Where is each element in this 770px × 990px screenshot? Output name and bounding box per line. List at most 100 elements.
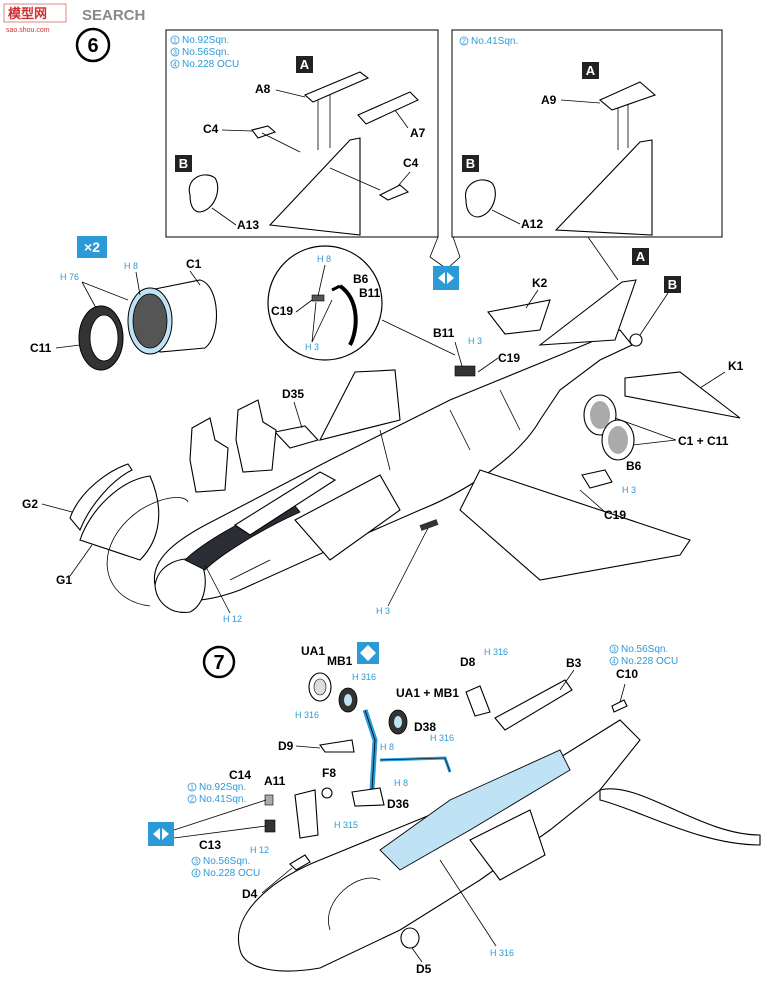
step-6-badge: 6 xyxy=(75,27,111,63)
part-k2-group: K2 xyxy=(487,276,551,335)
svg-text:2: 2 xyxy=(462,39,466,46)
label-k1: K1 xyxy=(728,359,744,373)
label-mb1: MB1 xyxy=(327,654,353,668)
svg-text:2: 2 xyxy=(190,797,194,804)
label-b6: B6 xyxy=(353,272,369,286)
label-h316: H 316 xyxy=(490,948,514,958)
svg-text:4: 4 xyxy=(194,871,198,878)
box-a-marker xyxy=(296,56,313,73)
label-a12: A12 xyxy=(521,217,543,231)
wing-root xyxy=(599,788,761,846)
label-b11: B11 xyxy=(433,326,455,340)
svg-text:1: 1 xyxy=(173,38,177,45)
step-6-number: 6 xyxy=(87,35,98,57)
part-a11 xyxy=(294,789,319,839)
tail-fin-left xyxy=(268,137,361,236)
part-a13 xyxy=(188,174,219,213)
label-h12: H 12 xyxy=(223,614,242,624)
label-a9: A9 xyxy=(541,93,557,107)
label-h316: H 316 xyxy=(352,672,376,682)
variant-label: No.92Sqn. xyxy=(199,782,246,793)
watermark-sub: sao.shou.com xyxy=(6,27,50,34)
watermark: 模型网 SEARCH sao.shou.com xyxy=(3,3,145,34)
part-g1 xyxy=(79,475,160,561)
inset-panel-right: 2 No.41Sqn. A B A9 A12 xyxy=(451,29,723,238)
part-d5 xyxy=(400,927,420,949)
label-h316: H 316 xyxy=(295,710,319,720)
variant-label: No.56Sqn. xyxy=(182,47,229,58)
part-f8 xyxy=(321,787,333,799)
svg-text:1: 1 xyxy=(190,785,194,792)
variant-label: No.41Sqn. xyxy=(199,794,246,805)
part-d9 xyxy=(319,739,355,753)
cockpit-tub xyxy=(233,471,337,536)
intake xyxy=(294,474,401,561)
label-h8: H 8 xyxy=(317,254,331,264)
box-a-label: A xyxy=(636,249,646,264)
variant-label: No.92Sqn. xyxy=(182,35,229,46)
inset-panel-left: 1 No.92Sqn. 3 No.56Sqn. 4 No.228 OCU A B… xyxy=(165,29,439,238)
label-a11: A11 xyxy=(264,774,286,788)
box-a-marker xyxy=(632,248,649,265)
gear-strut xyxy=(358,709,378,802)
label-a8: A8 xyxy=(255,82,271,96)
label-h8: H 8 xyxy=(124,261,138,271)
label-h3: H 3 xyxy=(376,606,390,616)
part-b11-detail xyxy=(338,284,358,346)
nose-gear-group: UA1 MB1 H 316 H 316 UA1 + MB1 D38 H 8 H … xyxy=(278,644,459,811)
part-c4-second xyxy=(378,184,410,201)
box-b-marker xyxy=(175,155,192,172)
label-c4-second: C4 xyxy=(403,156,419,170)
svg-text:4: 4 xyxy=(173,62,177,69)
assembly-arrow xyxy=(106,497,189,607)
part-a7 xyxy=(357,91,419,125)
box-a-marker xyxy=(582,62,599,79)
label-c1-c11: C1 + C11 xyxy=(678,434,729,448)
label-b11: B11 xyxy=(359,286,381,300)
callout-line xyxy=(429,236,448,270)
label-c19: C19 xyxy=(498,351,520,365)
label-g1: G1 xyxy=(56,573,72,587)
label-h3: H 3 xyxy=(622,485,636,495)
label-c19: C19 xyxy=(271,304,293,318)
part-c4 xyxy=(251,125,277,139)
label-b3: B3 xyxy=(566,656,582,670)
variant-label: No.228 OCU xyxy=(621,656,678,667)
part-d8 xyxy=(465,685,491,717)
spine-parts: B11 H 3 C19 xyxy=(433,326,520,377)
watermark-logo-text: 模型网 xyxy=(8,6,47,21)
label-d9: D9 xyxy=(278,739,294,753)
box-b-marker xyxy=(664,276,681,293)
label-b6: B6 xyxy=(626,459,642,473)
label-a7: A7 xyxy=(410,126,426,140)
box-b-label: B xyxy=(466,156,475,171)
part-a12 xyxy=(465,179,496,218)
step-7-badge: 7 xyxy=(202,645,236,679)
tail-fin-right xyxy=(554,139,653,236)
box-b-label: B xyxy=(668,277,677,292)
label-d8: D8 xyxy=(460,655,476,669)
variant-label: No.56Sqn. xyxy=(203,856,250,867)
canopy-parts: G2 G1 xyxy=(22,463,189,607)
nose-gear-bay xyxy=(379,749,571,871)
wing-upper xyxy=(318,369,401,441)
aircraft-step7: D4 D5 H 316 xyxy=(237,719,761,976)
svg-text:3: 3 xyxy=(194,859,198,866)
label-d36: D36 xyxy=(387,797,409,811)
part-a9 xyxy=(598,81,657,111)
callout-line xyxy=(446,236,461,270)
part-d36 xyxy=(351,787,385,807)
box-b-marker xyxy=(462,155,479,172)
label-h8: H 8 xyxy=(394,778,408,788)
part-b3 xyxy=(494,679,573,731)
part-b6-group: B6 H 3 C19 xyxy=(579,459,642,522)
detail-inset-circle: H 8 B6 B11 C19 H 3 xyxy=(267,245,456,361)
cockpit-side-parts: C14 A11 F8 H 315 H 12 C13 1 No.92Sqn. 2 … xyxy=(148,766,358,879)
part-antenna-bulb xyxy=(629,333,643,347)
variant-label: No.228 OCU xyxy=(203,868,260,879)
callout-line xyxy=(587,236,619,281)
box-b-label: B xyxy=(179,156,188,171)
ejection-seat-rear xyxy=(235,399,277,473)
label-h3: H 3 xyxy=(468,336,482,346)
label-g2: G2 xyxy=(22,497,38,511)
